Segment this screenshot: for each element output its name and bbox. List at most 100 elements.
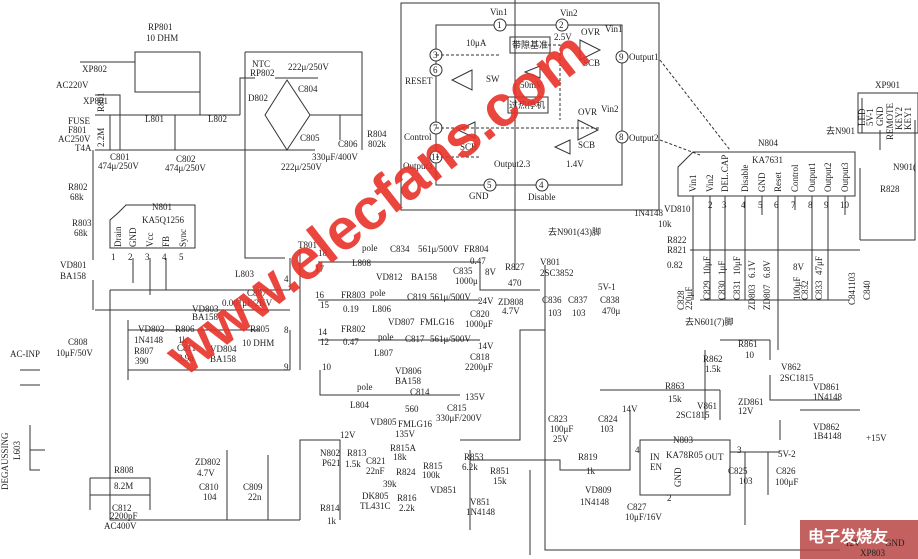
label-vd804: VD804 [210, 344, 237, 354]
label-t16: 16 [315, 290, 325, 300]
label-c823v2: 25V [553, 434, 569, 444]
label-r814v: 1k [327, 516, 337, 526]
label-q-del: DEL.CAP [720, 155, 730, 192]
label-i-vin2b: Vin2 [601, 104, 618, 114]
label-k3: 3 [737, 445, 742, 455]
label-i-out1: Output1 [629, 52, 659, 62]
label-ka5q: KA5Q1256 [142, 215, 184, 225]
label-c830: C830 [717, 280, 727, 300]
label-r801: R801 [96, 92, 106, 112]
label-zd803: ZD803 [747, 284, 757, 310]
label-i6: 6 [433, 65, 438, 75]
label-c825v: 103 [739, 476, 753, 486]
label-ac220: AC220V [56, 80, 89, 90]
label-k2: 2 [667, 493, 672, 503]
label-to-n901: 去N901 [826, 125, 855, 136]
label-vd812: VD812 [376, 272, 403, 282]
label-q-dis: Disable [740, 165, 750, 193]
label-r822: R822 [667, 235, 687, 245]
label-c821v: 22nF [366, 466, 385, 476]
ic-n804-box [677, 151, 860, 350]
label-c832v: 100μF [792, 277, 802, 300]
label-l806: L806 [372, 304, 391, 314]
label-c836: C836 [542, 295, 562, 305]
label-i-25: 2.5V [554, 32, 572, 42]
label-i-gnd: GND [469, 191, 489, 201]
label-q-gnd: GND [757, 172, 767, 192]
label-c819: C819 [407, 292, 427, 302]
label-acinp: AC-INP [10, 349, 40, 359]
label-p621: P621 [322, 458, 341, 468]
label-n901c: N901( [893, 162, 916, 172]
label-vd806: VD806 [395, 366, 422, 376]
label-n801: N801 [152, 202, 172, 212]
label-r828: R828 [880, 184, 900, 194]
label-i2: 2 [559, 20, 564, 30]
label-x-led: LED [857, 108, 867, 126]
label-c808: C808 [68, 337, 88, 347]
label-r819v: 1k [586, 466, 596, 476]
label-r819: R819 [578, 452, 598, 462]
label-zd802: ZD802 [195, 457, 221, 467]
label-r804v: 802k [368, 139, 387, 149]
label-vd807: VD807 [388, 317, 415, 327]
label-r807: R807 [134, 346, 154, 356]
label-r801v: 2.2M [96, 128, 106, 147]
label-fr802: FR802 [341, 324, 366, 334]
label-vd806v: BA158 [395, 376, 422, 386]
label-v8b: 8V [793, 262, 805, 272]
label-dk805: DK805 [362, 491, 389, 501]
label-fr804v: 0.47 [470, 256, 486, 266]
label-c835v: 1000μ [455, 276, 478, 286]
label-l801: L801 [145, 114, 164, 124]
connector-xp901 [857, 92, 918, 241]
label-vd809v: 1N4148 [580, 497, 609, 507]
label-r821: R821 [667, 245, 687, 255]
label-m3: 3 [722, 200, 727, 210]
label-xp901: XP901 [875, 80, 900, 90]
label-zd861v: 12V [738, 406, 754, 416]
label-c824: C824 [598, 414, 618, 424]
label-q-o1: Output1 [807, 162, 817, 192]
label-c824v: 103 [600, 424, 614, 434]
label-q-o2: Output2 [823, 162, 833, 192]
label-r815a: R815A [390, 443, 417, 453]
label-v801v: 2SC3852 [540, 268, 574, 278]
label-xp803-12: 12V [845, 538, 861, 548]
label-xp802: XP802 [82, 64, 107, 74]
label-t15: 15 [320, 300, 330, 310]
label-x-remote: REMOTE [885, 103, 895, 141]
label-t12: 12 [320, 337, 329, 347]
label-r813v: 1.5k [345, 459, 361, 469]
label-f801: F801 [68, 125, 87, 135]
label-c820: C820 [470, 309, 490, 319]
label-vd809: VD809 [585, 485, 612, 495]
label-v851v: 1N4148 [466, 507, 495, 517]
label-r802: R802 [68, 182, 88, 192]
label-c809: C809 [243, 482, 263, 492]
label-c831v: 10μF [732, 256, 742, 275]
label-c831: C831 [732, 280, 742, 300]
site-logo: 电子发烧友 [808, 527, 889, 546]
label-r807v: 390 [135, 356, 149, 366]
label-q-o3: Output3 [840, 162, 850, 192]
label-ka7631: KA7631 [752, 155, 783, 165]
label-vd801v: BA158 [60, 271, 87, 281]
label-c810v: 104 [203, 492, 217, 502]
label-r851v: 15k [493, 476, 507, 486]
label-xp801: XP801 [83, 96, 108, 106]
label-vd862: VD862 [813, 422, 840, 432]
label-x-key2: KEY2 [894, 107, 904, 130]
label-t4: 4 [284, 274, 289, 284]
label-n802: N802 [320, 448, 340, 458]
label-vd803: VD803 [192, 304, 219, 314]
label-q-reset: Reset [773, 172, 783, 192]
label-t10: 10 [322, 362, 332, 372]
label-l603: L603 [12, 441, 22, 460]
label-c837v: 103 [572, 308, 586, 318]
label-c834v: 561μ/500V [418, 244, 459, 254]
label-ac250: AC250V [58, 134, 91, 144]
label-n2: 2 [128, 252, 133, 262]
label-r816v: 2.2k [399, 503, 415, 513]
